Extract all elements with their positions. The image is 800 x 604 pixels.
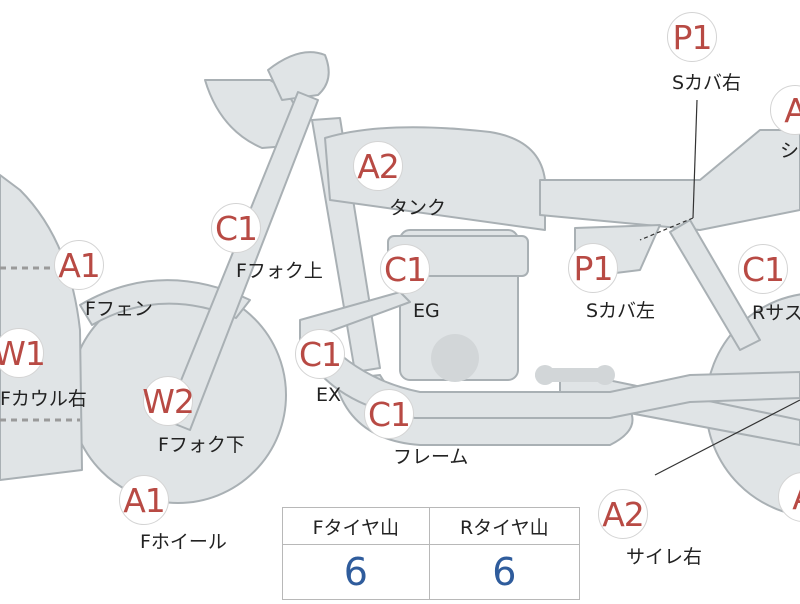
tire-table-header-row: Fタイヤ山 Rタイヤ山 (282, 507, 581, 545)
part-label: EX (316, 384, 342, 406)
part-label: Fフォク下 (158, 434, 245, 456)
windscreen (267, 51, 330, 101)
front-fender (79, 279, 251, 326)
part-label: シ (780, 140, 800, 162)
part-code-badge: P1 (667, 12, 717, 62)
front-tire-header: Fタイヤ山 (282, 507, 430, 545)
rear-tire-header: Rタイヤ山 (428, 507, 581, 545)
swing-arm (559, 369, 800, 446)
part-code-badge: C1 (211, 203, 261, 253)
part-label: Fホイール (140, 531, 227, 553)
footpeg (535, 368, 613, 382)
front-tire-value: 6 (282, 544, 430, 600)
part-code-badge: A2 (353, 141, 403, 191)
part-code-badge: A1 (119, 475, 169, 525)
part-code-badge: C1 (738, 244, 788, 294)
part-code-badge: C1 (295, 329, 345, 379)
part-code-badge: C1 (364, 389, 414, 439)
leader-s-cover-right (692, 99, 698, 219)
part-code-badge: P1 (568, 243, 618, 293)
rear-tire-value: 6 (428, 544, 581, 600)
seat (539, 129, 800, 231)
part-label: Sカバ右 (672, 72, 742, 94)
part-label: フレーム (393, 446, 469, 468)
part-label: Fカウル右 (0, 388, 87, 410)
front-fork (164, 91, 319, 431)
engine-cover (431, 334, 479, 382)
rear-suspension (669, 219, 761, 351)
part-label: タンク (389, 197, 447, 219)
part-code-badge: W1 (0, 328, 46, 378)
part-label: Fフォク上 (236, 260, 323, 282)
part-label: Fフェン (85, 298, 153, 320)
front-cowl (0, 174, 83, 481)
part-label: サイレ右 (626, 546, 703, 568)
part-label: EG (413, 300, 440, 322)
part-label: Sカバ左 (586, 300, 656, 322)
part-code-badge: A1 (54, 240, 104, 290)
tire-tread-table: Fタイヤ山 Rタイヤ山 6 6 (282, 507, 581, 600)
leader-silencer (654, 399, 800, 476)
part-code-badge: A2 (598, 489, 648, 539)
part-label: Rサス (752, 302, 800, 324)
tire-table-value-row: 6 6 (282, 544, 581, 600)
part-code-badge: C1 (380, 244, 430, 294)
part-code-badge: W2 (142, 376, 195, 426)
leader-s-cover-right-dash (639, 217, 694, 241)
